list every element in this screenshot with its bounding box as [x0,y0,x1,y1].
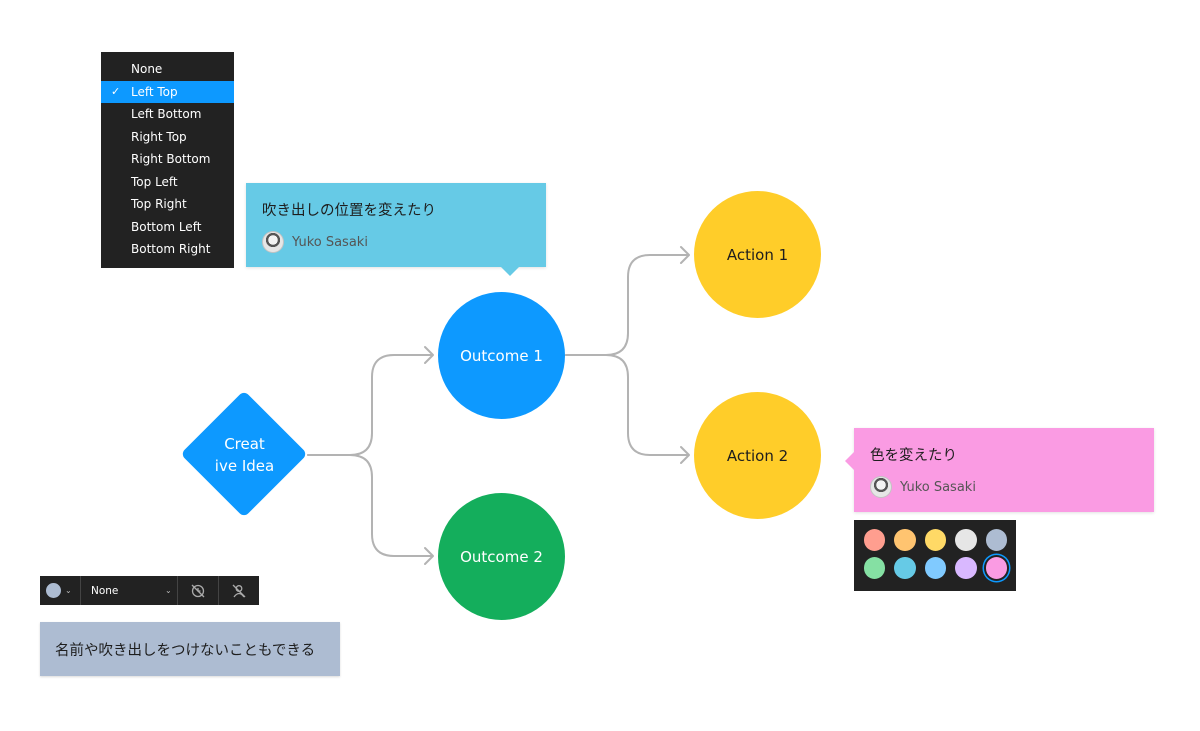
color-picker-button[interactable]: ⌄ [40,576,80,605]
bubble-tail [501,267,519,276]
action-2-node[interactable]: Action 2 [694,392,821,519]
bubble-position-select[interactable]: None ⌄ [81,576,177,605]
action-1-label: Action 1 [726,245,789,264]
connector-idea-outcome1 [307,354,433,456]
menu-item-label: Right Bottom [131,152,211,166]
menu-item[interactable]: Top Right [101,193,234,216]
menu-item-label: Left Top [131,84,178,99]
menu-item-label: Top Left [131,174,178,189]
outcome-2-label: Outcome 2 [460,547,543,566]
comment-toolbar: ⌄ None ⌄ [40,576,259,605]
arrowhead-action1 [680,246,690,264]
connector-outcome1-action2 [565,354,689,456]
arrowhead-outcome2 [424,547,434,565]
divider [177,576,178,605]
hide-timestamp-icon [191,584,205,597]
color-palette [854,520,1016,591]
action-2-label: Action 2 [726,446,789,465]
menu-item-label: Right Top [131,129,187,144]
menu-item[interactable]: Bottom Left [101,216,234,239]
swatch-row [864,529,1016,553]
menu-item-label: Bottom Right [131,242,211,256]
select-value: None [91,584,119,597]
comment-bubble-pink[interactable]: 色を変えたり Yuko Sasaki [845,428,1154,512]
avatar [870,476,892,498]
menu-item[interactable]: ✓ Left Top [101,80,234,103]
color-swatch[interactable] [864,557,886,579]
connector-outcome1-action1 [565,254,689,356]
divider [80,576,81,605]
color-swatch[interactable] [924,529,947,551]
idea-label: Creat ive Idea [181,391,308,518]
menu-item[interactable]: Top Left [101,171,234,194]
menu-item[interactable]: None [101,58,234,81]
outcome-2-node[interactable]: Outcome 2 [438,493,565,620]
menu-item-label: Bottom Left [131,219,202,234]
color-swatch[interactable] [894,529,916,551]
action-1-node[interactable]: Action 1 [694,191,821,318]
comment-text: 吹き出しの位置を変えたり [262,203,436,219]
note-text: 名前や吹き出しをつけないこともできる [55,642,316,659]
author-name: Yuko Sasaki [900,479,976,495]
menu-item[interactable]: Bottom Right [101,238,234,261]
comment-author: Yuko Sasaki [870,476,1138,498]
arrowhead-action2 [680,446,690,464]
color-swatch[interactable] [955,529,977,551]
comment-text: 色を変えたり [870,448,957,464]
color-swatch[interactable] [864,529,886,551]
outcome-1-node[interactable]: Outcome 1 [438,292,565,419]
color-swatch[interactable] [955,557,977,579]
avatar [262,231,284,253]
bubble-tail [845,452,854,470]
hide-timestamp-button[interactable] [178,576,218,605]
hide-author-icon [232,584,246,597]
color-dot [46,583,61,598]
comment-author: Yuko Sasaki [262,231,530,253]
menu-item-label: Top Right [131,197,187,211]
idea-label-line1: Creat [224,434,265,453]
menu-item-label: None [131,62,163,76]
outcome-1-label: Outcome 1 [460,346,543,365]
hide-author-button[interactable] [219,576,259,605]
color-swatch[interactable] [985,529,1008,551]
swatch-row [864,557,1016,581]
chevron-down-icon: ⌄ [165,586,172,595]
arrowhead-outcome1 [424,346,434,364]
sticky-note[interactable]: 名前や吹き出しをつけないこともできる [40,622,340,676]
color-swatch[interactable] [985,557,1008,579]
divider [218,576,219,605]
menu-item-label: Left Bottom [131,107,202,121]
menu-item[interactable]: Right Top [101,126,234,149]
connector-idea-outcome2 [307,454,433,557]
idea-label-line2: ive Idea [214,456,275,475]
author-name: Yuko Sasaki [292,234,368,250]
menu-item[interactable]: Right Bottom [101,148,234,171]
menu-item[interactable]: Left Bottom [101,103,234,126]
color-swatch[interactable] [924,557,947,579]
chevron-down-icon: ⌄ [65,586,72,595]
comment-bubble-blue[interactable]: 吹き出しの位置を変えたり Yuko Sasaki [246,183,546,276]
idea-diamond-node[interactable]: Creat ive Idea [180,390,308,518]
color-swatch[interactable] [894,557,916,579]
check-icon: ✓ [111,84,121,98]
